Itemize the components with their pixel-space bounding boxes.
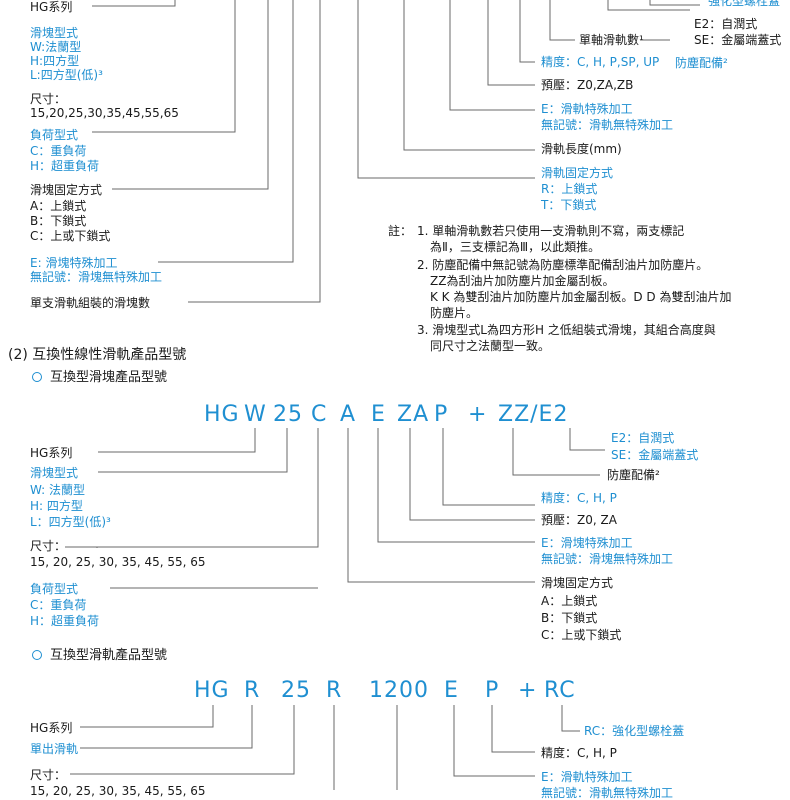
- top-r-fix-r: R：上鎖式: [541, 182, 598, 196]
- top-r-rail-count: 單軸滑軌數¹: [579, 33, 644, 47]
- top-r-precision: 精度：C, H, P,SP, UP: [541, 55, 660, 69]
- top-special-none: 無記號：滑塊無特殊加工: [30, 270, 163, 284]
- top-size-title: 尺寸：: [30, 92, 67, 106]
- note-2c: K K 為雙刮油片加防塵片加金屬刮板。D D 為雙刮油片加: [430, 290, 732, 304]
- top-load-title: 負荷型式: [30, 128, 79, 142]
- s3-size-values: 15, 20, 25, 30, 35, 45, 55, 65: [30, 784, 206, 798]
- rail-code-special: E: [444, 678, 459, 703]
- top-load-h: H：超重負荷: [30, 159, 100, 173]
- s3-r-precision: 精度：C, H, P: [541, 746, 617, 760]
- note-3a: 3. 滑塊型式L為四方形H 之低組裝式滑塊，其組合高度與: [417, 323, 716, 337]
- s2-r-dust: 防塵配備²: [607, 468, 660, 482]
- top-block-count: 單支滑軌組裝的滑塊數: [30, 296, 151, 310]
- s2-load-title: 負荷型式: [30, 582, 79, 596]
- s3-size-title: 尺寸：: [30, 768, 67, 782]
- block-code-precision: P: [434, 402, 449, 427]
- s2-r-fix-b: B：下鎖式: [541, 611, 598, 625]
- s2-r-special-none: 無記號：滑塊無特殊加工: [541, 552, 674, 566]
- top-series-label: HG系列: [30, 0, 73, 14]
- top-block-type-l: L:四方型(低)³: [30, 68, 103, 82]
- block-code-size: 25: [273, 402, 303, 427]
- circle-bullet-icon: [32, 371, 42, 382]
- top-r-dust: 防塵配備²: [675, 56, 728, 70]
- top-r-fix-t: T：下鎖式: [541, 198, 597, 212]
- block-code-w: W: [244, 402, 267, 427]
- s2-block-type-w: W: 法蘭型: [30, 483, 86, 497]
- top-r-bolt-cap: 強化型螺栓蓋: [708, 0, 781, 8]
- top-block-type-w: W:法蘭型: [30, 40, 82, 54]
- s2-r-preload: 預壓：Z0, ZA: [541, 513, 617, 527]
- top-fix-c: C：上或下鎖式: [30, 229, 111, 243]
- s2-r-se: SE：金屬端蓋式: [611, 448, 699, 462]
- block-code-plus: +: [468, 402, 488, 427]
- top-fix-b: B：下鎖式: [30, 214, 87, 228]
- top-r-e2: E2：自潤式: [694, 17, 758, 31]
- s3-r-special-e: E：滑軌特殊加工: [541, 770, 633, 784]
- top-r-fix-title: 滑軌固定方式: [541, 166, 614, 180]
- note-3b: 同尺寸之法蘭型一致。: [430, 339, 551, 353]
- top-block-type-title: 滑塊型式: [30, 26, 79, 40]
- top-special-e: E: 滑塊特殊加工: [30, 256, 118, 270]
- rail-code-r: R: [244, 678, 261, 703]
- note-1b: 為Ⅱ，三支標記為Ⅲ，以此類推。: [430, 240, 601, 254]
- s2-r-e2: E2：自潤式: [611, 431, 675, 445]
- rail-code-rc: RC: [544, 678, 576, 703]
- top-load-c: C：重負荷: [30, 144, 87, 158]
- block-code-preload: ZA: [397, 402, 430, 427]
- s2-size-title: 尺寸：: [30, 539, 67, 553]
- circle-bullet-icon: [32, 649, 42, 660]
- s2-load-h: H：超重負荷: [30, 614, 100, 628]
- block-code-load: C: [311, 402, 328, 427]
- rail-heading-text: 互換型滑軌產品型號: [50, 648, 168, 663]
- top-block-type-h: H:四方型: [30, 54, 80, 68]
- rail-code-size: 25: [281, 678, 311, 703]
- s2-size-values: 15, 20, 25, 30, 35, 45, 55, 65: [30, 555, 206, 569]
- top-size-values: 15,20,25,30,35,45,55,65: [30, 106, 179, 120]
- s2-block-type-title: 滑塊型式: [30, 466, 79, 480]
- s3-single-rail: 單出滑軌: [30, 742, 79, 756]
- notes-label: 註：: [388, 224, 413, 238]
- s2-load-c: C：重負荷: [30, 598, 87, 612]
- rail-code-hg: HG: [194, 678, 230, 703]
- note-2a: 2. 防塵配備中無記號為防塵標準配備刮油片加防塵片。: [417, 258, 709, 272]
- s2-r-fix-c: C：上或下鎖式: [541, 628, 622, 642]
- rail-heading: 互換型滑軌產品型號: [32, 648, 167, 664]
- top-r-special-e: E：滑軌特殊加工: [541, 102, 633, 116]
- rail-code-fix: R: [326, 678, 343, 703]
- s2-series: HG系列: [30, 446, 73, 460]
- block-code-fix: A: [340, 402, 357, 427]
- s2-r-fix-title: 滑塊固定方式: [541, 576, 614, 590]
- s2-block-type-l: L：四方型(低)³: [30, 515, 111, 529]
- rail-code-plus: +: [518, 678, 538, 703]
- block-heading: 互換型滑塊產品型號: [32, 370, 167, 386]
- top-r-special-none: 無記號：滑軌無特殊加工: [541, 118, 674, 132]
- top-fix-a: A：上鎖式: [30, 199, 87, 213]
- note-2b: ZZ為刮油片加防塵片加金屬刮板。: [430, 274, 615, 288]
- s2-r-special-e: E：滑塊特殊加工: [541, 536, 633, 550]
- s2-block-type-h: H: 四方型: [30, 499, 83, 513]
- s3-r-special-none: 無記號：滑軌無特殊加工: [541, 786, 674, 800]
- note-1a: 1. 單軸滑軌數若只使用一支滑軌則不寫，兩支標記: [417, 224, 685, 238]
- block-code-special: E: [371, 402, 386, 427]
- top-r-preload: 預壓：Z0,ZA,ZB: [541, 78, 634, 92]
- top-r-length: 滑軌長度(mm): [541, 142, 622, 156]
- rail-code-length: 1200: [369, 678, 429, 703]
- section2-heading: (2) 互換性線性滑軌產品型號: [8, 347, 187, 363]
- top-fix-title: 滑塊固定方式: [30, 183, 103, 197]
- block-heading-text: 互換型滑塊產品型號: [50, 370, 168, 385]
- s3-series: HG系列: [30, 721, 73, 735]
- block-code-dust: ZZ/E2: [498, 402, 569, 427]
- rail-code-precision: P: [485, 678, 500, 703]
- note-2d: 防塵片。: [430, 306, 479, 320]
- s2-r-precision: 精度：C, H, P: [541, 491, 617, 505]
- s2-r-fix-a: A：上鎖式: [541, 594, 598, 608]
- block-code-hg: HG: [204, 402, 240, 427]
- top-r-se: SE：金屬端蓋式: [694, 33, 782, 47]
- s3-r-rc: RC：強化型螺栓蓋: [584, 724, 685, 738]
